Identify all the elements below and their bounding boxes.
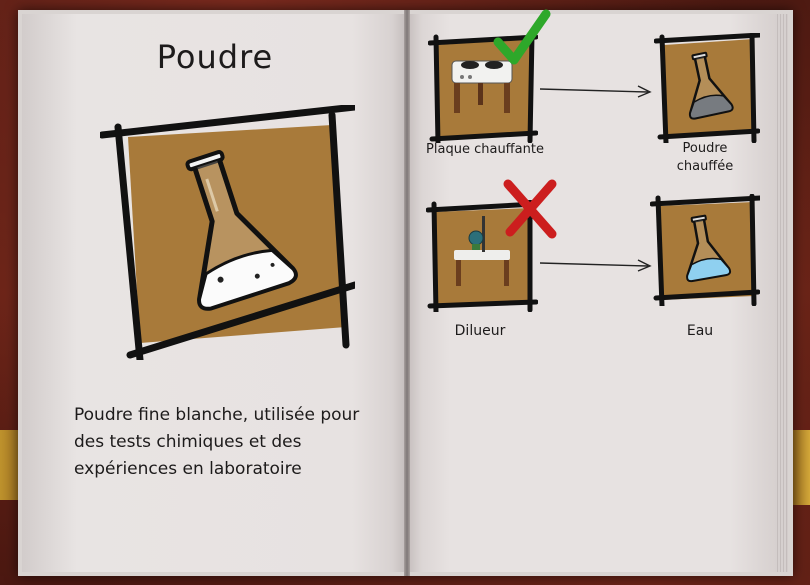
water-card[interactable] bbox=[650, 194, 760, 306]
item-description: Poudre fine blanche, utilisée pour des t… bbox=[74, 405, 360, 479]
item-image-card bbox=[98, 103, 359, 364]
hot-plate-icon bbox=[451, 60, 513, 113]
result-label-heated-powder: Poudre chauffée bbox=[660, 140, 750, 176]
background-glow-right bbox=[788, 430, 810, 505]
tool-label-hot-plate: Plaque chauffante bbox=[426, 142, 544, 157]
diluter-icon bbox=[454, 216, 510, 286]
tool-label-diluter: Dilueur bbox=[454, 323, 506, 339]
heated-powder-card[interactable] bbox=[654, 33, 760, 143]
result-label-water: Eau bbox=[686, 323, 714, 339]
flask-water-icon bbox=[686, 214, 732, 283]
arrow-icon bbox=[539, 259, 652, 272]
flask-powder-icon bbox=[98, 103, 359, 364]
item-title: Poudre bbox=[156, 38, 274, 76]
book-spine bbox=[404, 10, 410, 576]
flask-heated-powder-icon bbox=[688, 51, 734, 120]
hot-plate-card[interactable] bbox=[428, 33, 538, 143]
page-edges bbox=[775, 14, 787, 572]
result-label-line1: Poudre bbox=[682, 141, 728, 156]
check-icon bbox=[493, 9, 551, 65]
arrow-icon bbox=[539, 85, 652, 98]
cross-icon bbox=[503, 179, 557, 239]
result-label-line2: chauffée bbox=[676, 159, 734, 174]
